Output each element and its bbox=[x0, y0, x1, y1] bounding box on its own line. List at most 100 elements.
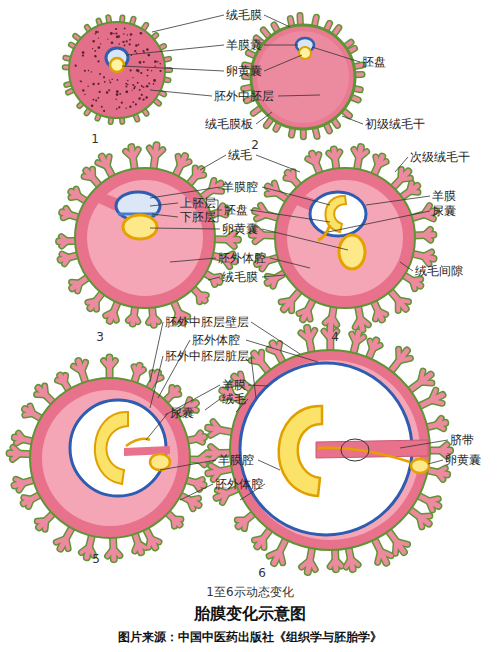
speckle bbox=[141, 85, 143, 87]
speckle bbox=[94, 55, 96, 57]
speckle bbox=[103, 110, 105, 112]
speckle bbox=[138, 44, 140, 46]
villus-outline bbox=[178, 156, 180, 165]
part-label: 卵黄囊 bbox=[226, 64, 262, 78]
part-label: 胚外中胚层 bbox=[214, 89, 274, 103]
villus-outline bbox=[370, 341, 373, 349]
speckle bbox=[146, 48, 149, 51]
villus bbox=[104, 361, 110, 368]
speckle bbox=[125, 108, 126, 109]
speckle bbox=[95, 33, 96, 34]
speckle bbox=[108, 89, 110, 91]
speckle bbox=[99, 73, 101, 75]
villus bbox=[423, 252, 431, 256]
cord-ring bbox=[341, 439, 369, 461]
villus-outline bbox=[190, 498, 199, 500]
speckle bbox=[146, 85, 149, 88]
villus-outline bbox=[267, 193, 277, 194]
villus bbox=[57, 380, 64, 382]
part-label: 绒毛 bbox=[228, 148, 252, 162]
villus bbox=[438, 468, 446, 472]
speckle bbox=[98, 83, 100, 85]
villus bbox=[440, 445, 447, 451]
villus bbox=[301, 333, 309, 340]
villus-outline bbox=[420, 371, 423, 382]
villus bbox=[151, 538, 159, 542]
speckle bbox=[135, 103, 137, 105]
villus bbox=[84, 177, 93, 178]
caption: 图片来源：中国中医药出版社《组织学与胚胎学》 bbox=[118, 630, 382, 644]
speckle bbox=[147, 75, 149, 77]
villus-outline bbox=[398, 300, 408, 302]
part-label: 胚盘 bbox=[362, 55, 386, 69]
yolk-sac bbox=[123, 215, 157, 239]
villus-outline bbox=[57, 380, 64, 382]
speckle bbox=[84, 70, 86, 72]
speckle bbox=[92, 99, 94, 101]
part-label: 尿囊 bbox=[432, 204, 456, 218]
villus bbox=[199, 292, 206, 297]
villus-outline bbox=[251, 360, 261, 362]
villus bbox=[190, 498, 199, 500]
villus bbox=[153, 316, 159, 321]
part-label: 下胚层 bbox=[180, 210, 216, 224]
speckle bbox=[100, 43, 101, 44]
speckle bbox=[119, 93, 121, 95]
speckle bbox=[91, 104, 94, 107]
villus bbox=[269, 349, 278, 352]
speckle bbox=[116, 93, 119, 96]
part-label: 羊膜 bbox=[222, 378, 246, 392]
speckle bbox=[118, 106, 120, 108]
villus bbox=[257, 214, 267, 218]
villus bbox=[412, 279, 420, 280]
speckle bbox=[137, 82, 139, 84]
callout-number: 5 bbox=[92, 552, 100, 566]
villus bbox=[310, 560, 315, 569]
villus-outline bbox=[78, 283, 80, 291]
speckle bbox=[92, 48, 93, 49]
villus bbox=[73, 366, 81, 371]
villus bbox=[419, 514, 429, 519]
speckle bbox=[139, 89, 141, 91]
villus bbox=[290, 300, 294, 311]
amnion bbox=[310, 192, 366, 236]
speckle bbox=[116, 108, 118, 110]
part-label: 绒毛膜板 bbox=[205, 117, 253, 131]
speckle bbox=[126, 40, 128, 42]
part-label: 上胚层 bbox=[180, 196, 216, 210]
extraembryonic-mesoderm bbox=[257, 31, 349, 123]
villus bbox=[114, 312, 117, 321]
villus bbox=[417, 495, 438, 506]
speckle bbox=[113, 33, 114, 34]
speckle bbox=[127, 34, 128, 35]
villus-outline bbox=[429, 499, 439, 501]
villus bbox=[169, 388, 174, 395]
speckle bbox=[104, 81, 106, 83]
part-label: 羊膜 bbox=[432, 189, 456, 203]
villus bbox=[380, 551, 391, 556]
villus bbox=[43, 521, 48, 530]
speckle bbox=[143, 86, 145, 88]
villus bbox=[29, 499, 32, 506]
villus-outline bbox=[175, 156, 185, 177]
part-label: 胚外体腔 bbox=[218, 251, 266, 265]
villus-outline bbox=[244, 520, 245, 528]
yolk-sac bbox=[299, 47, 311, 59]
speckle bbox=[109, 79, 110, 80]
part-label: 胚外体腔 bbox=[192, 333, 240, 347]
villus bbox=[308, 310, 310, 319]
part-label: 羊膜腔 bbox=[218, 453, 254, 467]
villus bbox=[354, 149, 359, 158]
villus bbox=[308, 159, 316, 163]
speckle bbox=[143, 50, 145, 52]
speckle bbox=[148, 83, 150, 85]
yolk-sac bbox=[339, 235, 365, 269]
villus bbox=[66, 538, 68, 548]
speckle bbox=[92, 40, 94, 42]
villus bbox=[397, 349, 401, 361]
speckle bbox=[115, 99, 116, 100]
villus bbox=[195, 480, 202, 483]
speckle bbox=[111, 41, 114, 44]
speckle bbox=[91, 71, 92, 72]
